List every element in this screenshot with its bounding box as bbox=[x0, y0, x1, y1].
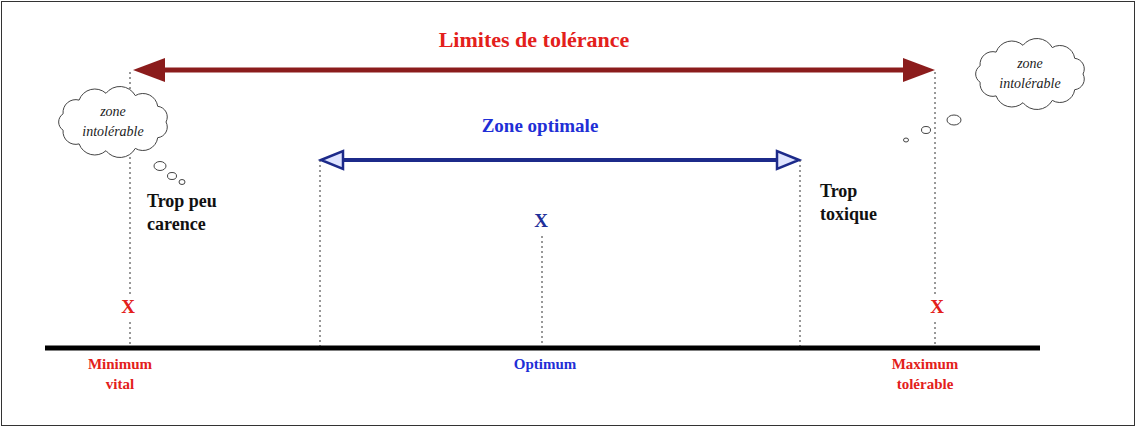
range-title: Limites de tolérance bbox=[439, 26, 630, 55]
arrow-head bbox=[777, 151, 799, 169]
cloud-shape bbox=[975, 39, 1084, 110]
bubble-dot bbox=[179, 180, 185, 185]
point-mark: X bbox=[119, 295, 137, 320]
guide-line bbox=[800, 160, 801, 346]
axis-label: Maximum tolérable bbox=[884, 355, 966, 394]
axis-label: Minimum vital bbox=[82, 355, 158, 394]
thought-cloud: zone intolérable bbox=[51, 83, 176, 161]
cloud-text: zone intolérable bbox=[77, 102, 149, 142]
bubble-dot bbox=[168, 173, 177, 180]
arrow-head bbox=[903, 58, 935, 82]
zone-note: Trop toxique bbox=[820, 180, 898, 227]
cloud-text: zone intolérable bbox=[994, 54, 1066, 94]
axis-label: Optimum bbox=[514, 355, 577, 375]
axis-line bbox=[45, 346, 1040, 351]
bubble-dot bbox=[947, 115, 961, 125]
range-label: Zone optimale bbox=[482, 114, 599, 139]
range-arrow bbox=[338, 158, 782, 162]
cloud-outline bbox=[51, 83, 176, 161]
bubble-dot bbox=[154, 162, 166, 171]
cloud-outline bbox=[968, 35, 1093, 113]
thought-cloud: zone intolérable bbox=[968, 35, 1093, 113]
range-arrow bbox=[158, 68, 910, 73]
guide-line bbox=[320, 160, 321, 346]
arrow-head bbox=[133, 58, 165, 82]
point-mark: X bbox=[532, 209, 550, 234]
arrow-head bbox=[321, 151, 343, 169]
bubble-dot bbox=[904, 138, 909, 142]
guide-line bbox=[542, 236, 543, 346]
zone-note: Trop peu carence bbox=[147, 190, 247, 237]
point-mark: X bbox=[928, 295, 946, 320]
cloud-shape bbox=[58, 87, 167, 158]
bubble-dot bbox=[922, 127, 931, 134]
